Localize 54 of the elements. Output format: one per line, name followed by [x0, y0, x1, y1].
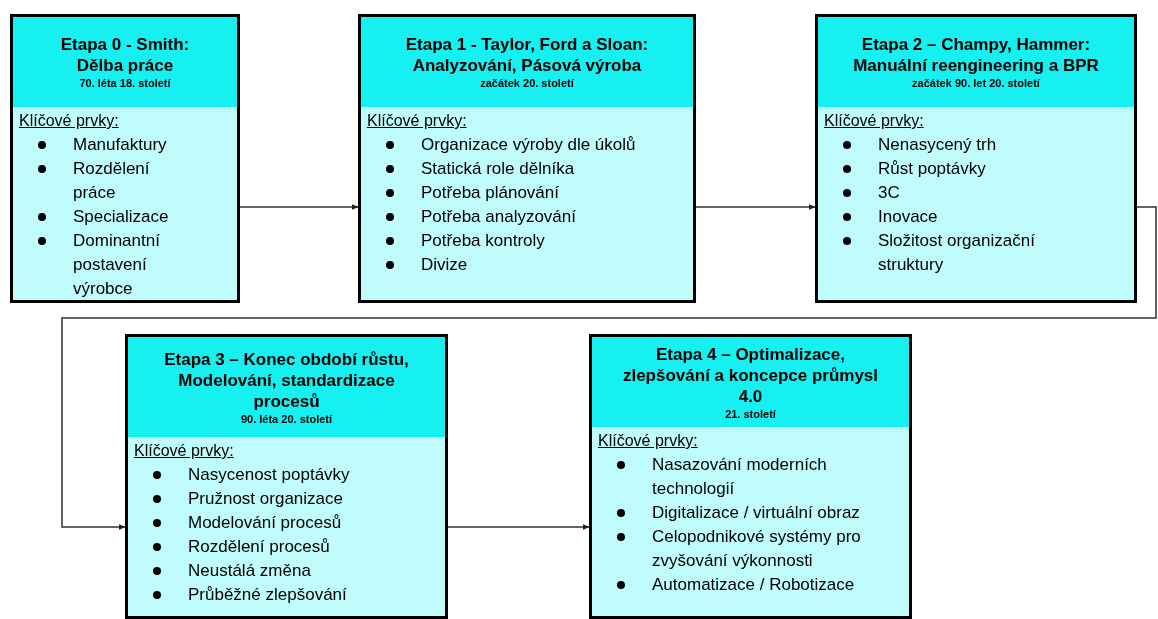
- stage-content-box: [815, 107, 1137, 303]
- bullet-item: Digitalizace / virtuální obraz: [652, 503, 860, 522]
- stage-title: Etapa 0 - Smith: Dělba práce: [59, 34, 191, 76]
- stage-title: Etapa 4 – Optimalizace, zlepšování a koncepce průmysl 4.0: [621, 343, 880, 407]
- stage-header-box: [10, 14, 240, 110]
- stage-title: Etapa 3 – Konec období růstu, Modelování, standardizace procesů: [163, 348, 410, 412]
- arrow: [239, 204, 359, 210]
- list-heading: Klíčové prvky:: [134, 441, 234, 461]
- list-heading: Klíčové prvky:: [19, 111, 119, 131]
- stage-period: 21. století: [725, 406, 776, 421]
- list-heading: Klíčové prvky:: [598, 431, 698, 451]
- stage-header-box: [589, 334, 912, 430]
- stage-period: začátek 90. let 20. století: [912, 76, 1040, 90]
- stage-header-box: [358, 14, 696, 110]
- stage-content-box: [358, 107, 696, 303]
- list-heading: Klíčové prvky:: [367, 111, 467, 131]
- bullet-item: Potřeba plánování: [421, 183, 559, 202]
- bullet-item: Celopodnikové systémy pro zvyšování výkonnosti: [652, 527, 861, 570]
- stage-header-box: [815, 14, 1137, 110]
- stage-title: Etapa 1 - Taylor, Ford a Sloan: Analyzování, Pásová výroba: [404, 34, 650, 76]
- bullet-item: Dominantní postavení výrobce: [73, 231, 160, 298]
- stage-content-box: [125, 437, 448, 619]
- arrow: [695, 204, 816, 210]
- bullet-item: Inovace: [878, 207, 938, 226]
- bullet-item: Nasycenost poptávky: [188, 465, 350, 484]
- bullet-item: Organizace výroby dle úkolů: [421, 135, 636, 154]
- bullet-item: Růst poptávky: [878, 159, 986, 178]
- stage-content-box: [10, 107, 240, 303]
- arrow: [61, 206, 1157, 530]
- bullet-item: Automatizace / Robotizace: [652, 575, 855, 594]
- bullet-item: Neustálá změna: [188, 561, 311, 580]
- bullet-item: Nasazování moderních technologií: [652, 455, 827, 498]
- bullet-item: Nenasycený trh: [878, 135, 997, 154]
- arrow: [447, 524, 590, 530]
- bullet-item: Průběžné zlepšování: [188, 585, 347, 604]
- bullet-item: Statická role dělníka: [421, 159, 575, 178]
- bullet-item: Potřeba kontroly: [421, 231, 545, 250]
- stage-period: 90. léta 20. století: [240, 411, 333, 426]
- bullet-item: Specializace: [73, 207, 169, 226]
- bullet-item: Pružnost organizace: [188, 489, 343, 508]
- bullet-item: Divize: [421, 255, 468, 274]
- stage-header-box: [125, 334, 448, 440]
- bullet-item: Manufaktury: [73, 135, 167, 154]
- bullet-item: Modelování procesů: [188, 513, 342, 532]
- bullet-item: Potřeba analyzování: [421, 207, 576, 226]
- stage-title: Etapa 2 – Champy, Hammer: Manuální reengineering a BPR: [852, 34, 1100, 76]
- bullet-item: Rozdělení práce: [73, 159, 150, 202]
- list-heading: Klíčové prvky:: [824, 111, 924, 131]
- stage-period: začátek 20. století: [480, 76, 574, 90]
- bullet-item: Složitost organizační struktury: [878, 231, 1035, 274]
- bullet-item: 3C: [878, 183, 900, 202]
- bullet-item: Rozdělení procesů: [188, 537, 330, 556]
- stage-period: 70. léta 18. století: [79, 76, 171, 90]
- stage-content-box: [589, 427, 912, 619]
